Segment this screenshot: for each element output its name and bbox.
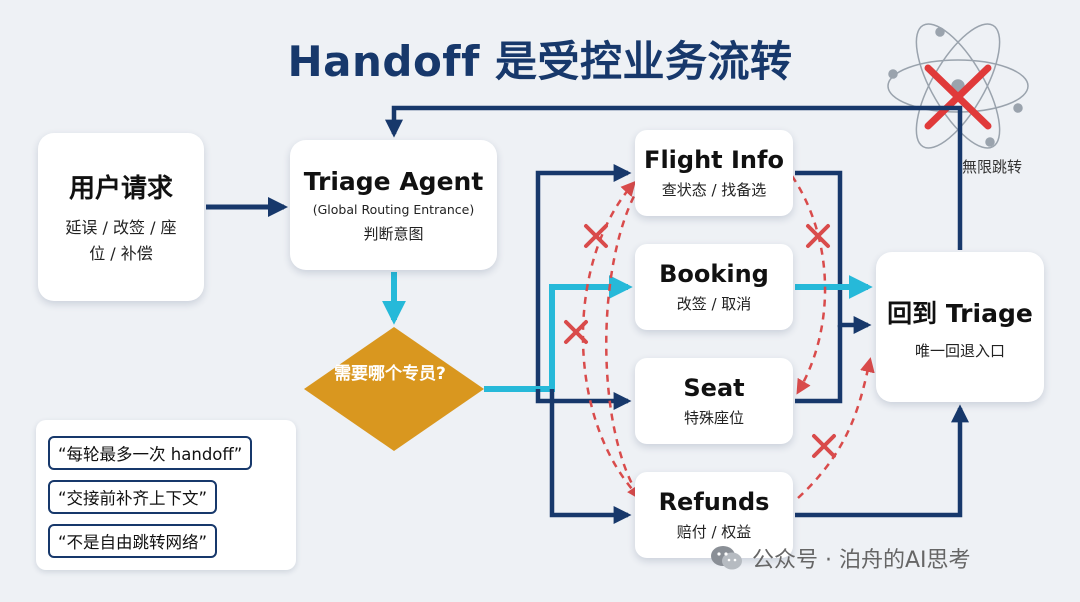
- booking-node: Booking 改签 / 取消: [635, 244, 793, 330]
- page-title: Handoff 是受控业务流转: [287, 37, 793, 86]
- rules-panel: “每轮最多一次 handoff” “交接前补齐上下文” “不是自由跳转网络”: [36, 420, 296, 570]
- forbidden-cross-marks: [564, 224, 836, 458]
- arrow-refunds-to-return: [795, 404, 969, 518]
- user-request-node: 用户请求 延误 / 改签 / 座位 / 补偿: [38, 133, 204, 301]
- seat-node: Seat 特殊座位: [635, 358, 793, 444]
- rule-item: “每轮最多一次 handoff”: [48, 436, 253, 470]
- refunds-desc: 赔付 / 权益: [676, 523, 752, 541]
- decision-diamond: [304, 327, 484, 451]
- seat-desc: 特殊座位: [683, 409, 744, 427]
- return-title: 回到 Triage: [887, 298, 1033, 328]
- seat-title: Seat: [683, 374, 745, 402]
- decision-label: 需要哪个专员?: [334, 364, 446, 384]
- arrow-to-flight: [484, 164, 632, 392]
- flight-info-desc: 查状态 / 找备选: [661, 181, 767, 199]
- flight-info-node: Flight Info 查状态 / 找备选: [635, 130, 793, 216]
- triage-title: Triage Agent: [303, 166, 484, 196]
- triage-subtitle: (Global Routing Entrance): [312, 201, 475, 217]
- return-desc: 唯一回退入口: [914, 341, 1005, 360]
- rule-item: “不是自由跳转网络”: [48, 524, 218, 558]
- triage-desc: 判断意图: [363, 224, 424, 243]
- unlimited-jump-label: 無限跳转: [962, 158, 1023, 176]
- refunds-node: Refunds 赔付 / 权益: [635, 472, 793, 558]
- forbidden-x-icon: [924, 64, 992, 130]
- user-request-desc: 延误 / 改签 / 座位 / 补偿: [65, 217, 177, 263]
- triage-agent-node: Triage Agent (Global Routing Entrance) 判…: [290, 140, 497, 270]
- booking-title: Booking: [659, 260, 769, 288]
- arrow-to-booking: [484, 275, 633, 392]
- watermark-text: 公众号 · 泊舟的AI思考: [752, 548, 971, 573]
- arrow-to-refunds: [549, 389, 632, 524]
- return-to-triage-node: 回到 Triage 唯一回退入口: [876, 252, 1044, 402]
- arrow-to-seat: [535, 389, 632, 410]
- arrow-seat-to-return: [795, 325, 843, 404]
- arrow-flight-to-return: [795, 170, 843, 310]
- watermark: 公众号 · 泊舟的AI思考: [710, 542, 971, 574]
- arrow-merge-to-return: [837, 310, 872, 334]
- arrow-return-to-triage: [385, 105, 963, 250]
- user-request-title: 用户请求: [68, 173, 173, 204]
- booking-desc: 改签 / 取消: [676, 295, 752, 313]
- flight-info-title: Flight Info: [644, 146, 784, 174]
- refunds-title: Refunds: [658, 488, 770, 516]
- rule-item: “交接前补齐上下文”: [48, 480, 218, 514]
- wechat-icon: [711, 546, 742, 570]
